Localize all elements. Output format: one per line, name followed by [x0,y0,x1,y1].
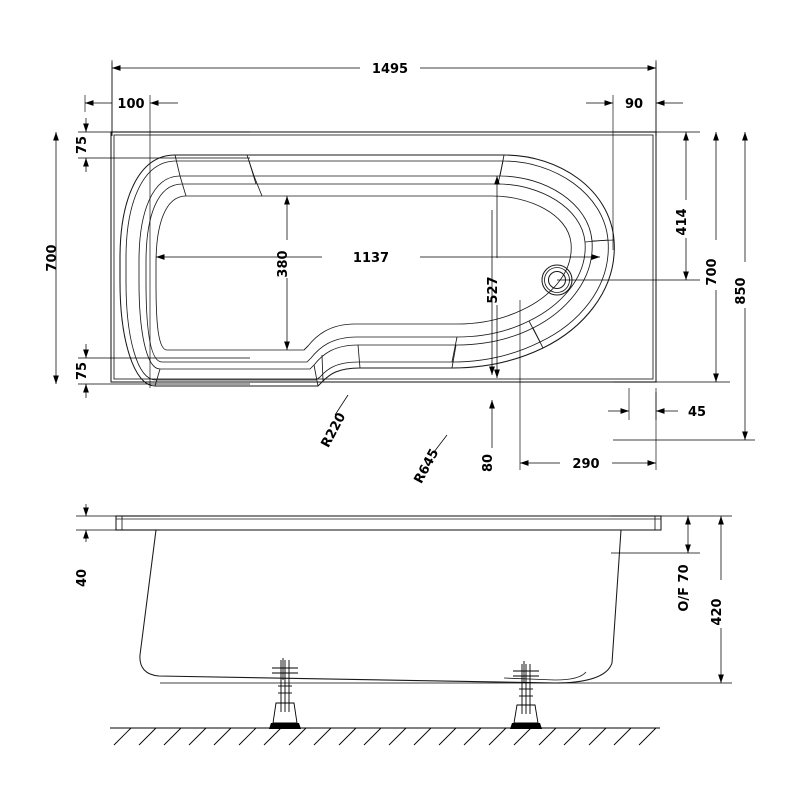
dim-bulge-rim-80: 80 [481,210,496,472]
bath-basin-floor [155,195,572,351]
dim-label-380: 380 [276,250,291,277]
dim-rim-thickness-40: 40 [75,504,160,587]
dim-label-527: 527 [486,276,501,303]
dim-top-inset-75: 75 [75,118,250,172]
bath-rim-inner-line [125,160,609,381]
dim-radius-r220: R220 [319,394,350,450]
dim-label-700-right: 700 [705,258,720,285]
bath-outer-rim [119,154,615,387]
elevation-view-group: 40 O/F 70 420 [75,504,732,746]
elevation-foot-left [269,658,301,729]
dim-inner-width-700-left: 700 [45,132,60,384]
bath-bowl-outline [138,175,593,370]
elevation-rim [115,515,662,531]
plan-view-group: 1495 100 90 75 [45,60,755,486]
dim-label-850: 850 [734,277,749,304]
dim-overall-width-850: 850 [613,132,755,441]
dim-label-80: 80 [481,454,496,472]
dim-overall-height-420: 420 [160,515,732,684]
dim-bath-width-700-right: 700 [613,132,730,383]
dim-label-290: 290 [572,457,599,472]
dim-overall-length-1495: 1495 [111,60,657,136]
dim-label-90: 90 [625,97,643,112]
rim-tangent-ticks [154,154,615,387]
dim-label-420: 420 [710,598,725,625]
dim-label-r220: R220 [319,410,350,450]
dim-label-1137: 1137 [353,251,389,266]
dim-label-700-left: 700 [45,244,60,271]
dim-label-1495: 1495 [372,62,408,77]
dim-drain-from-left-527: 527 [486,176,501,378]
elevation-foot-right [510,661,542,729]
dim-label-45: 45 [688,405,706,420]
elevation-body-profile [139,529,622,684]
dim-drain-from-top-414: 414 [557,131,700,281]
dim-left-offset-100: 100 [84,62,178,388]
dim-label-100: 100 [117,97,144,112]
dim-bottom-inset-75: 75 [75,344,250,398]
dim-label-40: 40 [75,569,90,587]
dim-radius-r645: R645 [412,434,448,486]
dim-label-75-bottom: 75 [75,362,90,380]
dim-radius-width-380: 380 [276,196,291,350]
dim-label-414: 414 [675,208,690,235]
dim-inner-length-1137: 1137 [156,251,600,266]
elevation-floor-hatch [110,727,660,746]
dim-label-r645: R645 [412,446,443,486]
dim-right-offset-90: 90 [586,62,683,250]
dim-shower-end-offset-45: 45 [608,388,706,420]
dim-label-of70: O/F 70 [677,564,692,611]
plan-outer-rectangle [110,131,657,383]
dim-bulge-depth-290: 290 [519,300,657,472]
dim-label-75-top: 75 [75,136,90,154]
dim-overflow-70: O/F 70 [677,516,692,612]
